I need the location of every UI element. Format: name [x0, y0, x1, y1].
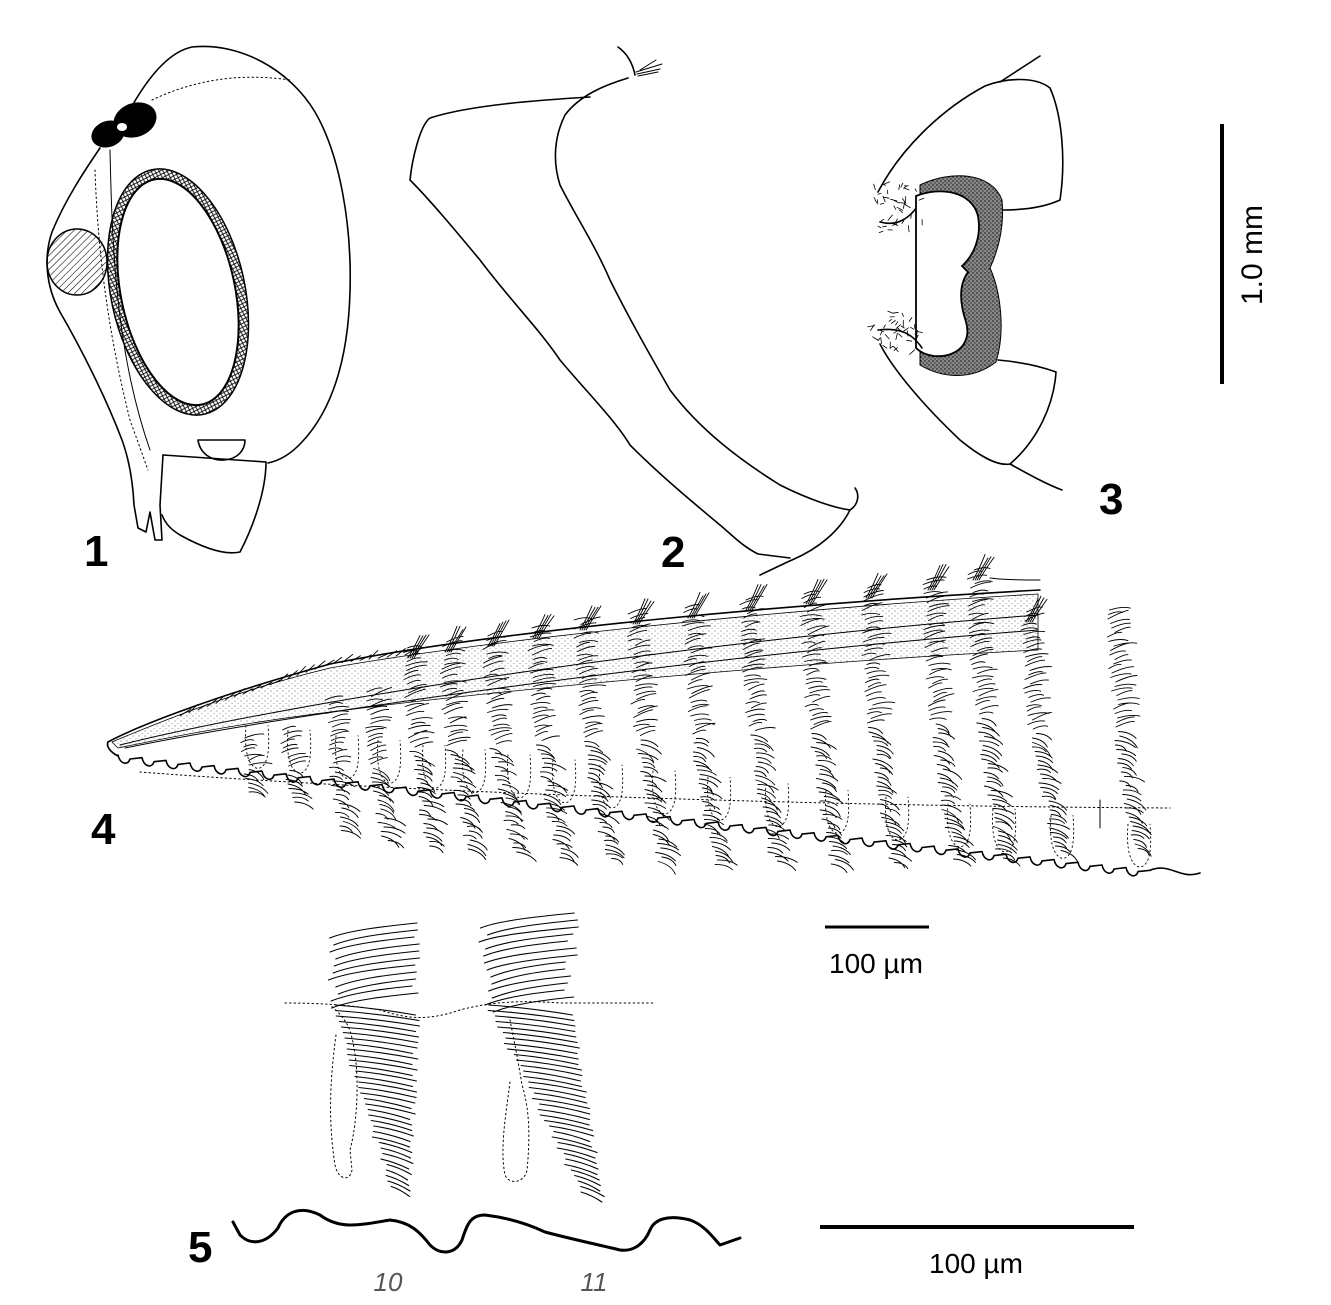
- anterior-tip: [106, 741, 119, 757]
- band-line-1: [119, 614, 1039, 746]
- setal-column: [439, 625, 488, 861]
- setal-column: [527, 613, 579, 866]
- scale-bar-label-1mm: 1.0 mm: [1236, 205, 1269, 305]
- panel-4-drawing: 4: [91, 554, 1201, 877]
- scale-bar-1mm: 1.0 mm: [1220, 124, 1269, 384]
- inner-cell-line: [139, 771, 1171, 809]
- ventral-lobe: [765, 783, 790, 828]
- ventral-lobe: [707, 776, 732, 821]
- ventral-lobe: [245, 725, 270, 770]
- hatched-oval: [46, 228, 108, 296]
- setal-column: [1107, 606, 1152, 857]
- ventral-lobe: [335, 735, 360, 780]
- head-left-contour: [46, 147, 164, 541]
- segment-number-right: 11: [581, 1267, 608, 1297]
- band-line-2: [124, 629, 1039, 749]
- top-stalk: [617, 46, 636, 76]
- setal-bundle: [478, 912, 605, 1203]
- setal-column: [1020, 595, 1079, 863]
- setal-column: [861, 572, 913, 870]
- setal-column: [240, 733, 273, 798]
- setal-column: [799, 578, 854, 874]
- ventral-lobe: [825, 790, 850, 834]
- panel-label-2: 2: [661, 528, 685, 577]
- ventral-lobe: [1050, 815, 1075, 860]
- serrated-ventral-edge: [117, 754, 1201, 877]
- suture-dotted-top: [151, 76, 291, 101]
- setal-column: [280, 725, 314, 810]
- dorsal-edge-hairs: [179, 646, 423, 717]
- dorsal-edge-tip: [989, 577, 1041, 581]
- inner-contour: [554, 77, 859, 511]
- setal-column: [739, 584, 798, 871]
- panel-5-drawing: 10 11 5: [188, 912, 742, 1297]
- setal-column: [482, 619, 537, 862]
- upper-lobe-outline: [877, 78, 1064, 211]
- antennal-oval: [106, 168, 250, 416]
- dorsal-band: [111, 593, 1039, 749]
- lobe-outline-11: [502, 1019, 530, 1182]
- scale-bar-label-panel-4: 100 µm: [829, 948, 923, 979]
- ventral-lobe: [422, 744, 447, 789]
- lower-contour: [759, 509, 851, 576]
- panel-label-4: 4: [91, 805, 116, 854]
- top-line: [999, 55, 1041, 83]
- setal-column: [573, 605, 625, 865]
- bottom-line: [1009, 463, 1063, 491]
- ventral-lobe: [1127, 823, 1152, 868]
- suture-dotted-side: [94, 169, 149, 471]
- setal-column: [922, 564, 977, 867]
- setal-detail: [327, 912, 605, 1203]
- outer-contour: [409, 96, 791, 559]
- labrum-bump: [197, 439, 246, 461]
- ventral-lobes: [245, 725, 1152, 868]
- ventral-lobe: [552, 759, 577, 804]
- ventral-lobe: [599, 764, 624, 809]
- setal-column: [681, 591, 738, 871]
- segment-number-left: 10: [374, 1267, 403, 1297]
- setae-tufts: [867, 181, 925, 355]
- panel-1-head-drawing: 1: [46, 45, 352, 576]
- head-capsule-outline: [131, 45, 352, 464]
- panel-label-3: 3: [1099, 475, 1123, 524]
- scale-bar-label-panel-5: 100 µm: [929, 1248, 1023, 1279]
- setal-column: [364, 687, 407, 849]
- sclerite-pale-interior: [915, 190, 980, 357]
- panel-3-drawing: 3: [867, 55, 1123, 524]
- scale-bar-panel-4: 100 µm: [825, 925, 929, 979]
- ventral-lobe: [377, 739, 402, 784]
- lobe-tip-setae: [867, 181, 925, 355]
- ventral-lobe: [885, 796, 910, 841]
- dorsal-edge: [107, 589, 1041, 743]
- setal-column: [402, 634, 448, 854]
- setal-column: [324, 695, 362, 839]
- ventral-margin: [231, 1209, 742, 1254]
- setal-bundle: [327, 922, 421, 1198]
- ventral-lobe: [652, 770, 677, 815]
- ventral-lobe: [507, 754, 532, 799]
- panel-label-1: 1: [84, 527, 108, 576]
- panel-label-5: 5: [188, 1223, 212, 1272]
- ventral-lobe: [287, 729, 312, 774]
- eye-highlight: [117, 123, 127, 131]
- ventral-lobe: [992, 808, 1017, 853]
- lobe-outline-10: [329, 1004, 358, 1179]
- band-boundary-dotted: [284, 1001, 656, 1018]
- scale-bar-panel-5: 100 µm: [820, 1225, 1134, 1279]
- setal-rows: [179, 554, 1152, 875]
- setal-column: [966, 554, 1021, 867]
- setal-column: [627, 598, 681, 875]
- labrum-outline: [161, 454, 267, 554]
- stalk-hairs: [635, 59, 663, 77]
- panel-2-drawing: 2: [409, 46, 859, 577]
- eye-spot-lower: [91, 120, 125, 148]
